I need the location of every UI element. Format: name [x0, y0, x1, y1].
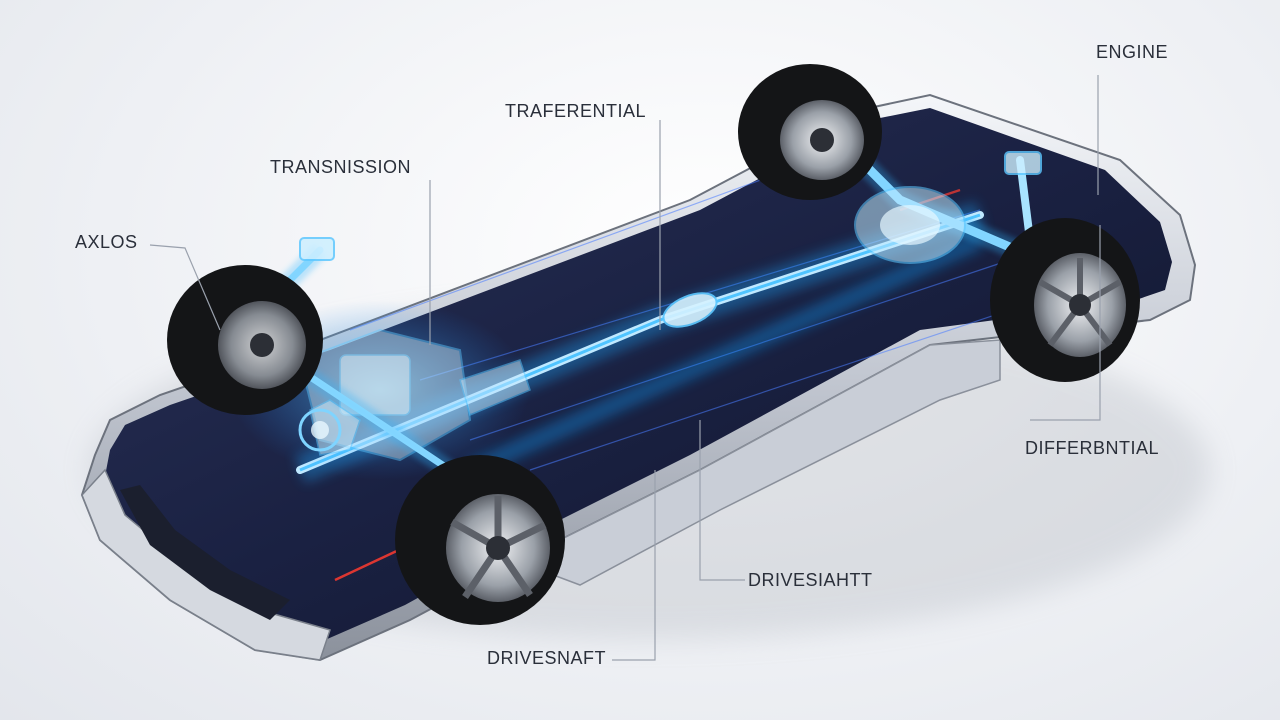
leader-driveshaft-right: [699, 420, 745, 581]
label-engine: ENGINE: [1096, 42, 1169, 62]
wheel-rear-right: [990, 218, 1140, 382]
label-differential: DIFFERBNTIAL: [1025, 438, 1160, 458]
driveshaft-coupling: [662, 292, 718, 328]
wheel-rear-left: [738, 64, 882, 200]
driveshaft-glow-lower: [466, 231, 984, 479]
leader-differential: [1030, 225, 1101, 421]
wheel-front-right: [395, 455, 565, 625]
rear-differential: [854, 186, 966, 264]
front-strut-mount: [299, 237, 335, 261]
front-grille: [120, 485, 290, 620]
leader-axles: [149, 244, 221, 331]
label-driveshaft-right: DRIVESIAHTT: [748, 570, 873, 590]
wheel-front-left: [167, 265, 323, 415]
rear-strut-mount: [1004, 151, 1042, 175]
leader-lines: [149, 75, 1101, 661]
leader-driveshaft-bottom: [612, 470, 656, 661]
label-driveshaft-bottom: DRIVESNAFT: [487, 648, 607, 668]
label-axles: AXLOS: [75, 232, 138, 252]
label-transmission: TRANSNISSION: [270, 157, 412, 177]
label-traferential: TRAFERENTIAL: [505, 101, 647, 121]
